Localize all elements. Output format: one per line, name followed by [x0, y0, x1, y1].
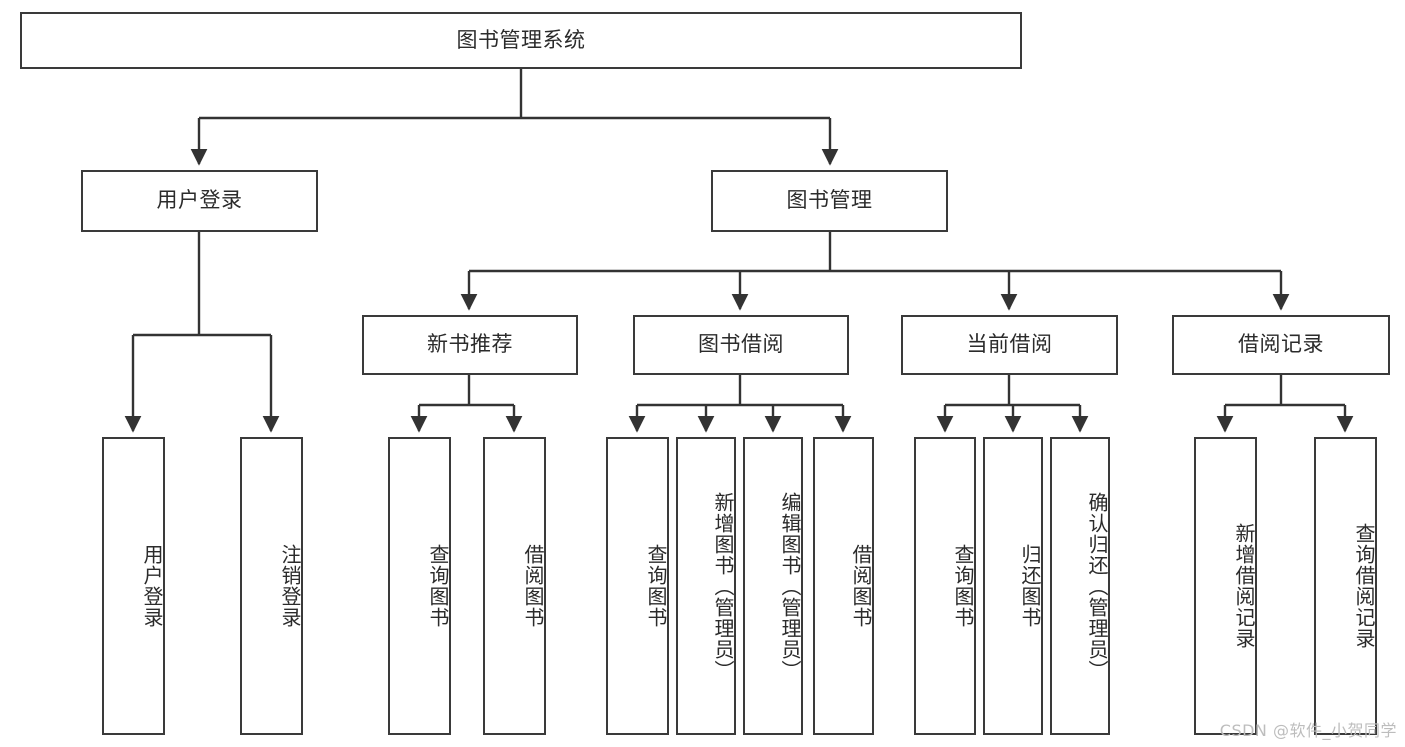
- leaf-query-book-current[interactable]: 查询图书: [914, 437, 976, 735]
- node-label: 编辑图书（管理员）: [778, 491, 802, 681]
- node-new-book-recommendation[interactable]: 新书推荐: [362, 315, 578, 375]
- leaf-borrow-book-new[interactable]: 借阅图书: [483, 437, 546, 735]
- node-label: 查询图书: [951, 544, 975, 628]
- watermark: CSDN @软件_小贺同学: [1219, 721, 1397, 740]
- node-label: 注销登录: [278, 544, 302, 628]
- node-label: 用户登录: [140, 544, 164, 628]
- node-label: 新书推荐: [427, 332, 513, 357]
- node-label: 借阅图书: [521, 544, 545, 628]
- leaf-add-borrow-record[interactable]: 新增借阅记录: [1194, 437, 1257, 735]
- node-book-borrowing[interactable]: 图书借阅: [633, 315, 849, 375]
- node-label: 新增图书（管理员）: [711, 491, 735, 681]
- leaf-query-borrow-record[interactable]: 查询借阅记录: [1314, 437, 1377, 735]
- node-label: 查询图书: [644, 544, 668, 628]
- node-label: 确认归还（管理员）: [1085, 491, 1109, 681]
- leaf-return-book[interactable]: 归还图书: [983, 437, 1043, 735]
- node-root-book-management-system[interactable]: 图书管理系统: [20, 12, 1022, 69]
- node-current-borrowing[interactable]: 当前借阅: [901, 315, 1118, 375]
- node-borrowing-records[interactable]: 借阅记录: [1172, 315, 1390, 375]
- node-user-login[interactable]: 用户登录: [81, 170, 318, 232]
- leaf-query-book-borrow[interactable]: 查询图书: [606, 437, 669, 735]
- node-label: 查询借阅记录: [1352, 523, 1376, 649]
- node-label: 用户登录: [156, 188, 243, 213]
- node-label: 图书管理系统: [456, 27, 586, 52]
- leaf-confirm-return-admin[interactable]: 确认归还（管理员）: [1050, 437, 1110, 735]
- leaf-edit-book-admin[interactable]: 编辑图书（管理员）: [743, 437, 803, 735]
- leaf-user-login[interactable]: 用户登录: [102, 437, 165, 735]
- node-label: 借阅记录: [1238, 332, 1324, 357]
- node-label: 图书借阅: [698, 332, 784, 357]
- node-book-management[interactable]: 图书管理: [711, 170, 948, 232]
- node-label: 图书管理: [786, 188, 873, 213]
- leaf-query-book-new[interactable]: 查询图书: [388, 437, 451, 735]
- leaf-add-book-admin[interactable]: 新增图书（管理员）: [676, 437, 736, 735]
- leaf-borrow-book[interactable]: 借阅图书: [813, 437, 874, 735]
- node-label: 借阅图书: [849, 544, 873, 628]
- leaf-logout[interactable]: 注销登录: [240, 437, 303, 735]
- node-label: 归还图书: [1018, 544, 1042, 628]
- node-label: 查询图书: [426, 544, 450, 628]
- node-label: 新增借阅记录: [1232, 523, 1256, 649]
- node-label: 当前借阅: [966, 332, 1053, 357]
